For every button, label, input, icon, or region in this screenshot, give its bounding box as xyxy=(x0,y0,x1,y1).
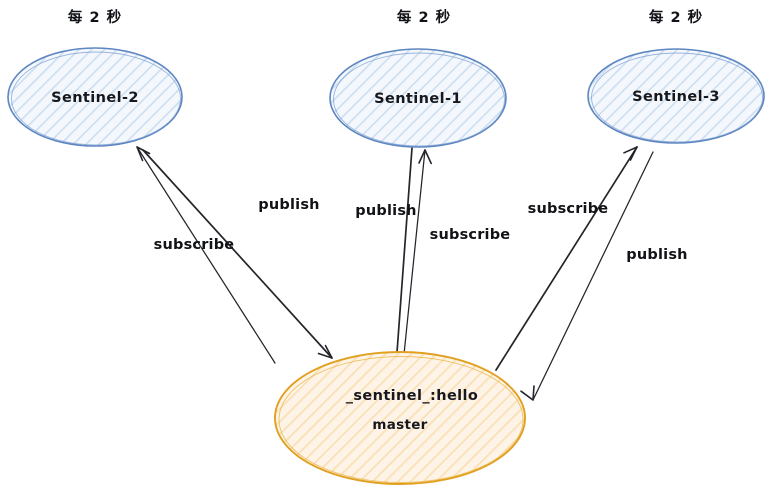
edge-subscribe-left xyxy=(136,146,276,364)
node-sentinel-2-label: Sentinel-2 xyxy=(51,90,139,106)
edge-label-subscribe-left: subscribe xyxy=(154,237,235,253)
edge-label-subscribe-center: subscribe xyxy=(430,227,511,243)
edge-label-subscribe-right: subscribe xyxy=(528,201,609,217)
timer-label-sentinel-3: 每 2 秒 xyxy=(649,8,703,26)
edge-label-publish-right: publish xyxy=(626,247,687,263)
node-sentinel-3[interactable]: Sentinel-3 xyxy=(587,48,765,144)
edge-label-publish-left: publish xyxy=(258,197,319,213)
node-sentinel-1-shape[interactable] xyxy=(329,48,507,148)
node-master-channel-shape-sketch xyxy=(278,356,524,483)
edge-subscribe-center xyxy=(402,149,432,365)
node-sentinel-1[interactable]: Sentinel-1 xyxy=(329,48,507,148)
node-sentinel-3-shape-sketch xyxy=(591,52,763,143)
node-master-channel-shape[interactable] xyxy=(274,351,526,485)
node-sentinel-2-shape-sketch xyxy=(11,51,181,146)
node-master-channel-sublabel: master xyxy=(372,417,427,433)
edge-publish-center xyxy=(389,147,413,367)
timer-label-sentinel-2: 每 2 秒 xyxy=(68,8,122,26)
timer-label-sentinel-1: 每 2 秒 xyxy=(397,8,451,26)
edge-subscribe-right xyxy=(495,146,638,371)
node-sentinel-2-shape[interactable] xyxy=(7,47,183,147)
node-sentinel-3-shape[interactable] xyxy=(587,48,765,144)
edge-publish-right xyxy=(520,151,654,401)
edge-label-publish-center: publish xyxy=(355,203,416,219)
edge-publish-left xyxy=(142,149,333,359)
node-master-channel-label: _sentinel_:hello xyxy=(346,388,479,404)
node-master-channel[interactable]: _sentinel_:hello master xyxy=(274,351,526,485)
node-sentinel-1-shape-sketch xyxy=(333,52,505,147)
node-sentinel-3-label: Sentinel-3 xyxy=(632,89,720,105)
node-sentinel-2[interactable]: Sentinel-2 xyxy=(7,47,183,147)
node-sentinel-1-label: Sentinel-1 xyxy=(374,91,462,107)
